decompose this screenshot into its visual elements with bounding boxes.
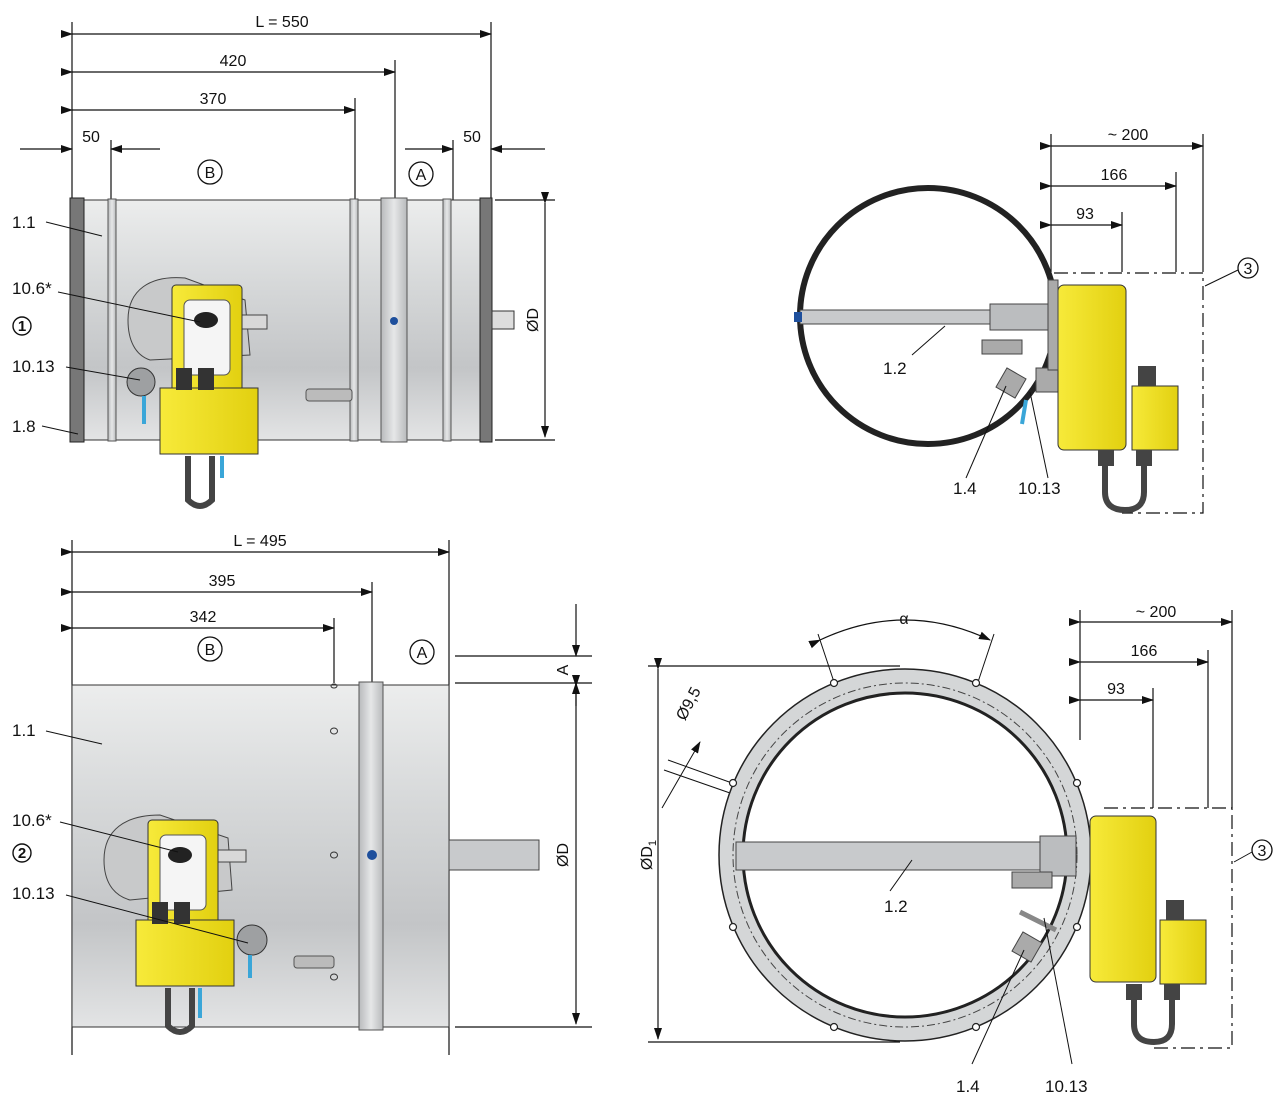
marker-3: 3 bbox=[1244, 261, 1253, 278]
dim-50-right: 50 bbox=[463, 129, 481, 146]
variant-number: 1 bbox=[18, 318, 26, 335]
label-1-2: 1.2 bbox=[884, 897, 908, 916]
variant-number: 2 bbox=[18, 845, 26, 862]
label-10-13: 10.13 bbox=[1018, 479, 1061, 498]
marker-b: B bbox=[205, 642, 216, 659]
label-10-6: 10.6* bbox=[12, 811, 52, 830]
label-1-1: 1.1 bbox=[12, 721, 36, 740]
dim-166: 166 bbox=[1131, 643, 1158, 660]
dim-93: 93 bbox=[1076, 206, 1094, 223]
marker-b: B bbox=[205, 165, 216, 182]
dim-length-550: L = 550 bbox=[255, 14, 308, 31]
dim-166: 166 bbox=[1101, 167, 1128, 184]
dim-200: ~ 200 bbox=[1136, 604, 1177, 621]
dim-a: A bbox=[555, 664, 572, 675]
label-1-8: 1.8 bbox=[12, 417, 36, 436]
dim-length-495: L = 495 bbox=[233, 533, 286, 550]
dim-93: 93 bbox=[1107, 681, 1125, 698]
label-10-13: 10.13 bbox=[1045, 1077, 1088, 1096]
label-1-2: 1.2 bbox=[883, 359, 907, 378]
label-10-13: 10.13 bbox=[12, 884, 55, 903]
view-1-side: L = 550 420 370 50 50 ØD B A 1 bbox=[12, 14, 555, 509]
view-4-flange-front: ØD1 α Ø9,5 bbox=[639, 604, 1273, 1096]
label-1-4: 1.4 bbox=[956, 1077, 980, 1096]
view-3-side: L = 495 395 342 A ØD B A 2 bbox=[12, 533, 592, 1055]
marker-a: A bbox=[416, 167, 427, 184]
dim-342: 342 bbox=[190, 609, 217, 626]
dim-d1: ØD1 bbox=[639, 840, 659, 870]
label-1-4: 1.4 bbox=[953, 479, 977, 498]
dim-420: 420 bbox=[220, 53, 247, 70]
label-10-13: 10.13 bbox=[12, 357, 55, 376]
dim-diameter: ØD bbox=[525, 308, 542, 332]
view-2-front: ~ 200 166 93 3 1.2 1.4 10.13 bbox=[794, 127, 1259, 514]
dim-200: ~ 200 bbox=[1108, 127, 1149, 144]
label-1-1: 1.1 bbox=[12, 213, 36, 232]
dim-diameter: ØD bbox=[555, 843, 572, 867]
dim-50-left: 50 bbox=[82, 129, 100, 146]
dim-395: 395 bbox=[209, 573, 236, 590]
dim-bolt-hole: Ø9,5 bbox=[673, 684, 704, 723]
dim-alpha: α bbox=[899, 611, 908, 628]
marker-a: A bbox=[417, 645, 428, 662]
dim-370: 370 bbox=[200, 91, 227, 108]
marker-3: 3 bbox=[1258, 843, 1267, 860]
label-10-6: 10.6* bbox=[12, 279, 52, 298]
